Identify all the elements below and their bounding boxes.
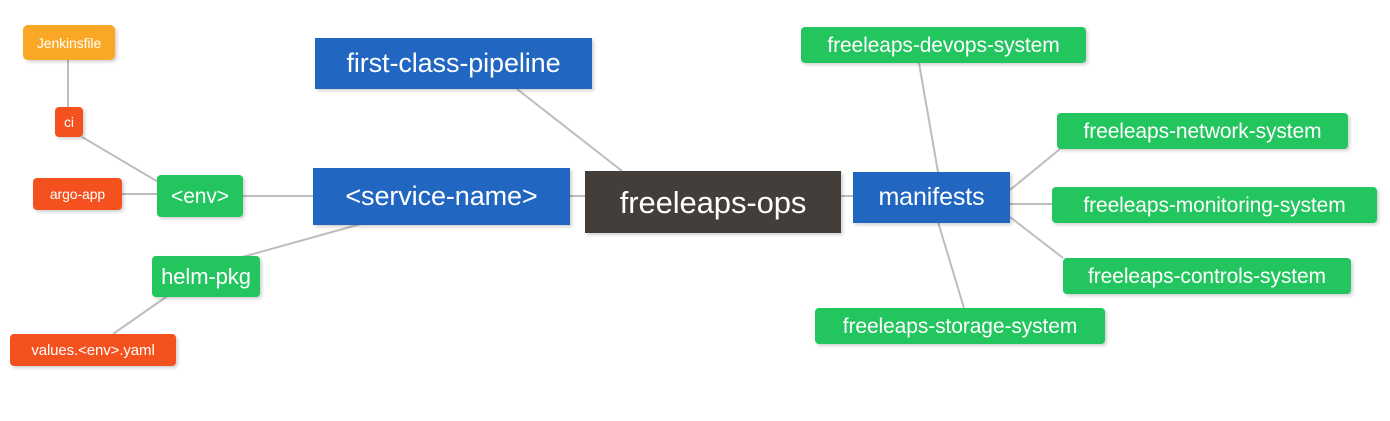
- node-service-name[interactable]: <service-name>: [313, 168, 570, 225]
- node-freeleaps-storage-system-label: freeleaps-storage-system: [842, 314, 1078, 338]
- edge-manifests-networksystem: [1009, 148, 1061, 191]
- node-values-yaml[interactable]: values.<env>.yaml: [10, 334, 176, 366]
- node-env[interactable]: <env>: [157, 175, 243, 217]
- edge-manifests-controlssystem: [1009, 216, 1064, 259]
- node-argo-app[interactable]: argo-app: [33, 178, 122, 210]
- node-helm-pkg[interactable]: helm-pkg: [152, 256, 260, 297]
- node-service-name-label: <service-name>: [345, 181, 538, 211]
- node-ci-label: ci: [64, 114, 74, 130]
- node-jenkinsfile[interactable]: Jenkinsfile: [23, 25, 115, 60]
- node-first-class-pipeline-label: first-class-pipeline: [346, 48, 561, 78]
- node-jenkinsfile-label: Jenkinsfile: [36, 34, 102, 51]
- node-freeleaps-monitoring-system[interactable]: freeleaps-monitoring-system: [1052, 187, 1377, 223]
- node-argo-app-label: argo-app: [49, 186, 106, 202]
- node-freeleaps-controls-system[interactable]: freeleaps-controls-system: [1063, 258, 1351, 294]
- node-freeleaps-monitoring-system-label: freeleaps-monitoring-system: [1083, 193, 1346, 217]
- node-values-yaml-label: values.<env>.yaml: [31, 341, 155, 359]
- node-env-label: <env>: [171, 184, 229, 208]
- node-helm-pkg-label: helm-pkg: [161, 263, 251, 289]
- edge-ci-env: [81, 136, 161, 184]
- edge-manifests-devopssystem: [918, 62, 939, 173]
- node-freeleaps-devops-system[interactable]: freeleaps-devops-system: [801, 27, 1086, 63]
- node-freeleaps-storage-system[interactable]: freeleaps-storage-system: [815, 308, 1105, 344]
- node-freeleaps-network-system[interactable]: freeleaps-network-system: [1057, 113, 1348, 149]
- node-manifests-label: manifests: [878, 183, 985, 211]
- node-freeleaps-ops-label: freeleaps-ops: [619, 184, 807, 220]
- node-first-class-pipeline[interactable]: first-class-pipeline: [315, 38, 592, 89]
- edge-manifests-storagesystem: [937, 221, 965, 309]
- node-freeleaps-ops[interactable]: freeleaps-ops: [585, 171, 841, 233]
- edge-firstclasspipeline-root: [516, 88, 623, 172]
- node-manifests[interactable]: manifests: [853, 172, 1010, 223]
- node-freeleaps-controls-system-label: freeleaps-controls-system: [1088, 264, 1326, 288]
- node-ci[interactable]: ci: [55, 107, 83, 137]
- node-freeleaps-network-system-label: freeleaps-network-system: [1083, 119, 1322, 143]
- node-freeleaps-devops-system-label: freeleaps-devops-system: [827, 33, 1060, 57]
